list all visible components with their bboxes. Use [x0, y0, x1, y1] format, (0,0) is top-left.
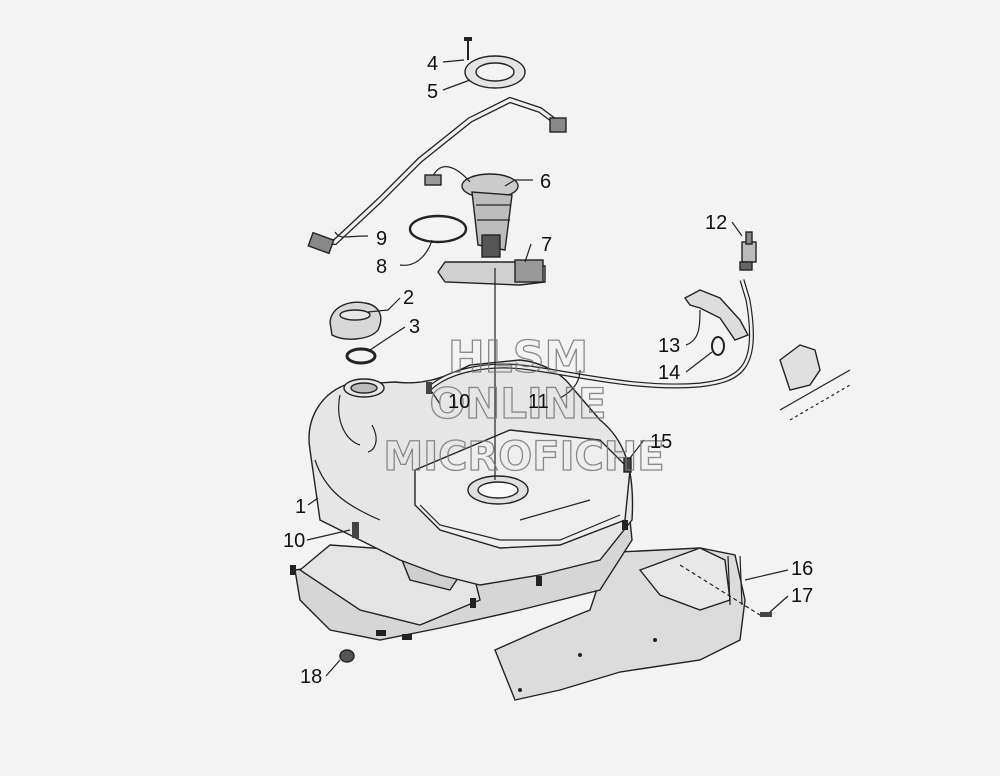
retaining-ring	[464, 55, 526, 89]
callout-17: 17	[791, 585, 813, 607]
fuel-tank	[290, 359, 634, 641]
fuel-cap	[329, 301, 382, 340]
callout-12: 12	[705, 212, 727, 234]
cap-o-ring	[345, 347, 377, 365]
hose-bracket	[683, 289, 749, 341]
watermark-line2: ONLINE	[429, 379, 606, 428]
callout-2: 2	[403, 287, 414, 309]
callout-4: 4	[427, 53, 438, 75]
rivet-15	[623, 457, 632, 473]
fuel-sender	[437, 259, 546, 286]
vent-hose	[428, 279, 754, 390]
callouts: 1 2 3 4 5 6 7 8 9 10 10 11 12 13 14 15 1…	[283, 53, 813, 688]
leader-lines	[306, 59, 789, 677]
grommet-10-lower	[352, 522, 359, 538]
callout-7: 7	[541, 234, 552, 256]
watermark-line1: HLSM	[448, 332, 588, 383]
callout-1: 1	[295, 496, 306, 518]
grommet-10-upper	[426, 382, 432, 394]
screw-17	[760, 612, 772, 617]
callout-11: 11	[528, 391, 549, 413]
callout-13: 13	[658, 335, 680, 357]
callout-15: 15	[650, 431, 672, 453]
callout-14: 14	[658, 362, 680, 384]
callout-5: 5	[427, 81, 438, 103]
callout-16: 16	[791, 558, 813, 580]
callout-6: 6	[540, 171, 551, 193]
callout-10-upper: 10	[448, 391, 470, 413]
skid-plate	[494, 547, 746, 701]
vent-valve	[739, 231, 757, 271]
callout-10-lower: 10	[283, 530, 305, 552]
drain-plug-18	[339, 649, 355, 663]
frame-rail	[779, 344, 851, 421]
watermark-line3: MICROFICHE	[383, 434, 664, 480]
callout-8: 8	[376, 256, 387, 278]
hose-clamp	[711, 336, 725, 356]
callout-3: 3	[409, 316, 420, 338]
screw	[464, 37, 472, 60]
fuel-pump	[424, 166, 519, 258]
watermark: HLSM ONLINE MICROFICHE	[383, 331, 666, 480]
callout-9: 9	[376, 228, 387, 250]
fuel-hose	[307, 96, 567, 255]
callout-18: 18	[300, 666, 322, 688]
pump-gasket	[408, 214, 468, 244]
